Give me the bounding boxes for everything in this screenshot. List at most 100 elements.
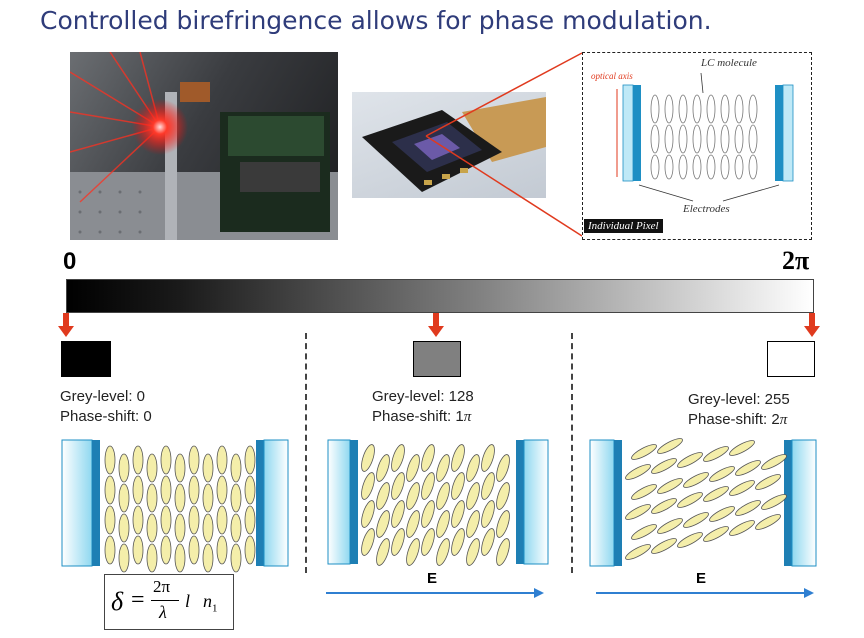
scale-max-label: 2π: [782, 246, 810, 275]
lc-molecule: [406, 510, 420, 538]
lc-molecule: [481, 472, 495, 500]
lc-molecule: [244, 535, 256, 565]
lc-molecule: [761, 494, 787, 510]
lc-molecule: [703, 446, 729, 462]
formula-n-letter: n: [203, 591, 212, 611]
lc-molecule: [466, 454, 480, 482]
phase-shift-0: Phase-shift: 0: [60, 408, 152, 425]
lc-molecule: [188, 475, 200, 505]
lc-molecule: [729, 440, 755, 456]
formula-n-subscript: 1: [212, 602, 218, 615]
lc-molecule: [451, 444, 465, 472]
lc-molecule: [104, 535, 116, 565]
lc-molecule: [625, 544, 651, 560]
lc-molecule: [481, 500, 495, 528]
lc-cell-0: [61, 439, 289, 573]
lc-molecule: [174, 453, 186, 483]
phase-shift-1pi-text: Phase-shift: 1: [372, 408, 464, 425]
lc-molecule: [244, 475, 256, 505]
phase-shift-1pi: Phase-shift: 1π: [372, 408, 471, 426]
lc-molecule: [436, 510, 450, 538]
lc-molecule: [631, 484, 657, 500]
lc-molecule: [230, 483, 242, 513]
lc-molecule: [230, 453, 242, 483]
individual-pixel-label: Individual Pixel: [584, 219, 663, 233]
lc-molecule: [421, 444, 435, 472]
lc-molecule: [677, 452, 703, 468]
lc-molecule: [481, 528, 495, 556]
lc-molecule: [174, 543, 186, 573]
formula-numerator: 2π: [153, 577, 171, 596]
formula-denominator: λ: [159, 602, 167, 622]
lc-molecule: [230, 513, 242, 543]
lc-molecule: [677, 532, 703, 548]
lc-molecule: [132, 535, 144, 565]
lc-molecule: [466, 482, 480, 510]
lc-molecule: [651, 538, 677, 554]
formula-fraction-bar: [151, 600, 179, 601]
lc-molecule: [132, 505, 144, 535]
lc-molecule: [451, 472, 465, 500]
lc-molecule: [104, 445, 116, 475]
lc-molecule: [132, 445, 144, 475]
lc-molecule: [631, 444, 657, 460]
lc-molecule: [244, 505, 256, 535]
lc-molecule: [160, 535, 172, 565]
zoom-line-bottom: [425, 135, 583, 237]
lc-molecule: [496, 482, 510, 510]
lc-molecule: [496, 538, 510, 566]
lc-molecule: [391, 528, 405, 556]
lc-molecule: [481, 444, 495, 472]
lc-molecule: [735, 500, 761, 516]
lc-molecule: [244, 445, 256, 475]
slm-device-photo: [352, 92, 546, 198]
lc-molecules-rotated: [625, 438, 787, 560]
lc-molecule: [657, 438, 683, 454]
zoom-line-top: [425, 52, 583, 137]
lc-molecule: [406, 454, 420, 482]
scale-min-label: 0: [63, 248, 77, 275]
lc-molecule: [230, 543, 242, 573]
pi-symbol: π: [779, 412, 788, 428]
lc-molecule: [104, 475, 116, 505]
formula-delta: δ: [111, 587, 124, 616]
lc-molecule: [118, 513, 130, 543]
lc-molecule: [683, 512, 709, 528]
lc-molecule: [202, 483, 214, 513]
lc-molecule: [729, 480, 755, 496]
swatch-black: [61, 341, 111, 377]
lc-molecule: [625, 464, 651, 480]
field-arrow-255: [596, 588, 814, 598]
lc-molecule: [683, 472, 709, 488]
lc-molecule: [496, 454, 510, 482]
lc-molecule: [406, 482, 420, 510]
lc-molecule: [436, 482, 450, 510]
grey-level-0: Grey-level: 0: [60, 388, 146, 405]
lc-molecule: [651, 498, 677, 514]
lc-molecule: [376, 510, 390, 538]
pixel-inset: LC molecule optical axis Electrodes: [582, 52, 812, 240]
divider-left: [305, 333, 307, 573]
lc-molecule: [118, 453, 130, 483]
lc-molecule: [761, 454, 787, 470]
pixel-inset-diagram: [616, 72, 794, 202]
lc-molecule: [146, 513, 158, 543]
lc-molecule: [216, 475, 228, 505]
lc-molecule: [132, 475, 144, 505]
lab-setup-illustration: [70, 52, 338, 240]
lc-molecule: [451, 528, 465, 556]
formula-n: n1: [203, 591, 218, 615]
divider-right: [571, 333, 573, 573]
lc-molecule: [421, 528, 435, 556]
grey-level-gradient-bar: [66, 279, 814, 313]
lc-molecule: [657, 478, 683, 494]
phase-shift-2pi-text: Phase-shift: 2: [688, 411, 780, 428]
lc-molecule: [118, 483, 130, 513]
lc-molecule: [391, 444, 405, 472]
lc-cell-255: [589, 438, 817, 567]
lc-cell-128: [327, 439, 549, 566]
lc-molecule: [729, 520, 755, 536]
lc-molecule: [376, 538, 390, 566]
slide-title: Controlled birefringence allows for phas…: [40, 6, 712, 35]
lc-molecule: [391, 500, 405, 528]
